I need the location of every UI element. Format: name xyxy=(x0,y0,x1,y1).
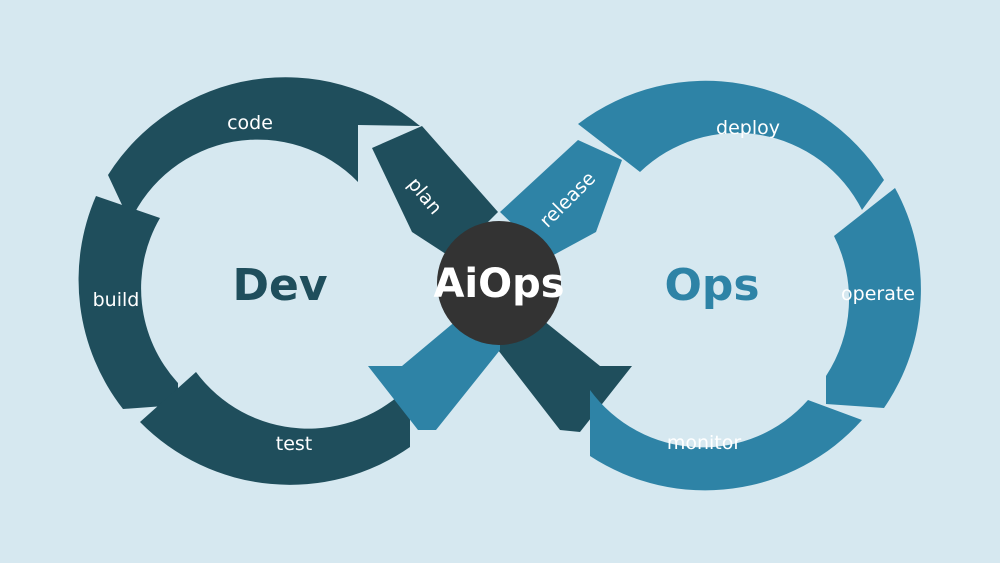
dev-loop xyxy=(78,77,632,485)
ops-loop xyxy=(368,80,921,491)
label-code: code xyxy=(227,112,273,134)
ops-segment-operate xyxy=(826,188,921,408)
dev-segment-build xyxy=(78,196,178,409)
dev-title: Dev xyxy=(232,260,327,311)
center-hub: AiOps xyxy=(433,221,565,345)
ops-segment-monitor xyxy=(590,390,862,491)
label-monitor: monitor xyxy=(667,432,742,454)
ops-title: Ops xyxy=(664,260,759,311)
dev-arrow-plan xyxy=(372,126,498,258)
ops-arrow-release xyxy=(500,140,622,258)
ops-segment-deploy xyxy=(578,80,884,210)
hub-title: AiOps xyxy=(433,261,564,307)
dev-segment-code xyxy=(108,77,420,222)
label-operate: operate xyxy=(841,283,915,305)
hub-circle xyxy=(437,221,561,345)
label-test: test xyxy=(276,433,313,455)
dev-segment-test xyxy=(140,372,410,485)
label-deploy: deploy xyxy=(716,117,780,139)
label-build: build xyxy=(93,289,140,311)
